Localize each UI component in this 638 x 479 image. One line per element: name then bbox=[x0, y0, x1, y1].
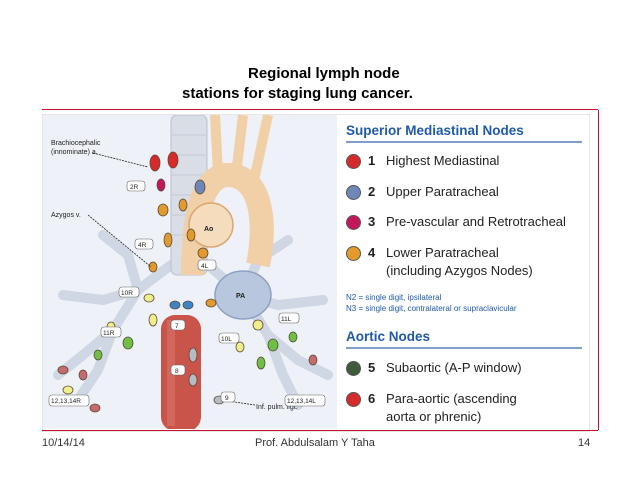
label-pa: PA bbox=[236, 293, 245, 300]
legend-dot-4 bbox=[346, 246, 361, 261]
legend-text-6b: aorta or phrenic) bbox=[386, 409, 482, 424]
slide-title: Regional lymph node stations for staging… bbox=[150, 64, 510, 104]
station-labels: 2R 4R 4L 10R 10L 11R 11L 7 8 9 bbox=[48, 180, 326, 407]
legend-dot-1 bbox=[346, 154, 361, 169]
anatomy-svg: Brachiocephalic (innominate) a. Azygos v… bbox=[48, 113, 333, 431]
legend-header-superior: Superior Mediastinal Nodes bbox=[346, 121, 582, 143]
legend-num-4: 4 bbox=[368, 245, 376, 260]
label-11r: 11R bbox=[103, 330, 115, 337]
aorta-section bbox=[188, 202, 234, 248]
label-innominate: (innominate) a. bbox=[51, 149, 98, 156]
legend-text-1: Highest Mediastinal bbox=[386, 153, 500, 168]
legend-dot-3 bbox=[346, 215, 361, 230]
lymph-nodes bbox=[57, 151, 318, 413]
footer-date: 10/14/14 bbox=[42, 437, 85, 449]
label-4l: 4L bbox=[201, 263, 209, 270]
label-9: 9 bbox=[225, 395, 229, 402]
label-12-14l: 12,13,14L bbox=[287, 398, 316, 405]
label-12-14r: 12,13,14R bbox=[51, 398, 81, 405]
legend-num-3: 3 bbox=[368, 214, 376, 229]
label-7: 7 bbox=[175, 323, 179, 330]
legend-dot-2 bbox=[346, 185, 361, 200]
legend-text-3: Pre-vascular and Retrotracheal bbox=[386, 214, 566, 229]
legend-text-4b: (including Azygos Nodes) bbox=[386, 263, 533, 278]
legend-text-2: Upper Paratracheal bbox=[386, 184, 499, 199]
label-2r: 2R bbox=[130, 184, 139, 191]
label-10l: 10L bbox=[221, 336, 232, 343]
title-line-2: stations for staging lung cancer. bbox=[182, 85, 413, 102]
title-rule bbox=[42, 109, 598, 110]
footer-rule bbox=[42, 430, 598, 431]
legend-dot-6 bbox=[346, 392, 361, 407]
pulmonary-artery bbox=[214, 270, 272, 320]
legend-text-6: Para-aortic (ascending bbox=[386, 391, 517, 406]
anatomy-diagram: Brachiocephalic (innominate) a. Azygos v… bbox=[43, 113, 337, 431]
footer-author: Prof. Abdulsalam Y Taha bbox=[255, 437, 375, 449]
label-brachiocephalic: Brachiocephalic bbox=[51, 140, 101, 147]
legend-text-5: Subaortic (A-P window) bbox=[386, 360, 522, 375]
title-line-1: Regional lymph node bbox=[248, 65, 400, 82]
label-azygos: Azygos v. bbox=[51, 212, 81, 219]
label-ao: Ao bbox=[204, 226, 213, 233]
legend-dot-5 bbox=[346, 361, 361, 376]
legend-text-4: Lower Paratracheal bbox=[386, 245, 499, 260]
side-rule bbox=[598, 110, 599, 430]
legend-panel: Superior Mediastinal Nodes 1 Highest Med… bbox=[340, 115, 587, 429]
legend-num-1: 1 bbox=[368, 153, 376, 168]
label-4r: 4R bbox=[138, 242, 147, 249]
legend-note-n3: N3 = single digit, contralateral or supr… bbox=[346, 304, 517, 313]
lymph-node-figure: Brachiocephalic (innominate) a. Azygos v… bbox=[42, 113, 590, 432]
label-11l: 11L bbox=[281, 316, 292, 323]
label-inf-pulm: Inf. pulm. ligt. bbox=[256, 404, 298, 411]
legend-header-aortic: Aortic Nodes bbox=[346, 327, 582, 349]
legend-note-n2: N2 = single digit, ipsilateral bbox=[346, 293, 442, 302]
label-8: 8 bbox=[175, 368, 179, 375]
footer-page-number: 14 bbox=[578, 437, 591, 449]
legend-num-6: 6 bbox=[368, 391, 376, 406]
legend-num-2: 2 bbox=[368, 184, 376, 199]
legend-num-5: 5 bbox=[368, 360, 376, 375]
label-10r: 10R bbox=[121, 290, 133, 297]
